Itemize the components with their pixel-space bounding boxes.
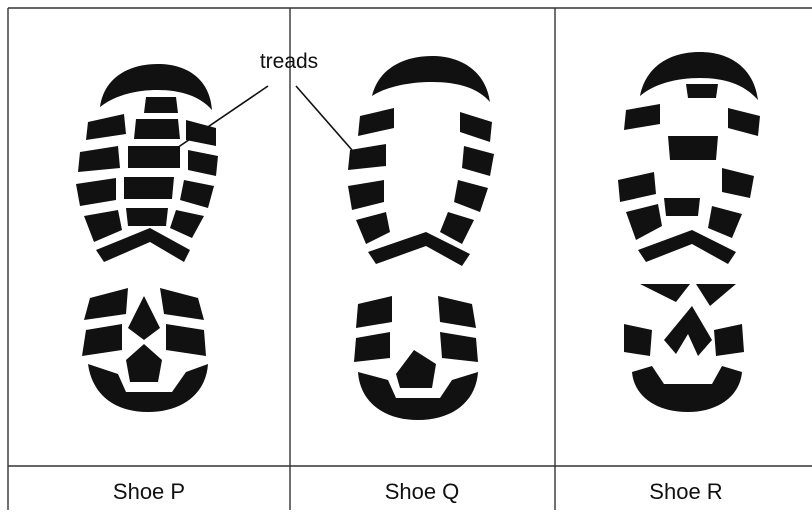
leader-line-to-shoe-p — [174, 86, 268, 150]
shoe-r-tread — [686, 84, 718, 98]
shoe-p-heel-tread — [82, 324, 122, 356]
shoe-q-tread — [440, 212, 474, 244]
shoe-r-print — [618, 52, 760, 412]
shoe-q-heel-tread — [438, 296, 476, 328]
shoe-p-tread — [128, 146, 180, 168]
shoe-r-tread — [708, 206, 742, 238]
shoe-r-heel-triangle — [696, 284, 736, 306]
shoe-p-heel-pentagon — [126, 344, 162, 382]
shoe-p-tread — [180, 180, 214, 208]
shoe-r-heel-tread — [624, 324, 652, 356]
shoe-r-tread — [668, 136, 718, 160]
shoe-p-heel-tread — [84, 288, 128, 320]
shoe-p-tread — [124, 177, 174, 199]
shoe-r-heel-tread — [714, 324, 744, 356]
shoe-r-tread — [728, 108, 760, 136]
shoe-q-heel-tread — [354, 332, 390, 362]
shoe-p-tread — [76, 178, 116, 206]
shoe-r-chevron — [638, 230, 736, 264]
shoe-q-tread — [462, 146, 494, 176]
shoe-p-print — [76, 64, 218, 412]
shoe-p-tread — [86, 114, 126, 140]
leader-line-to-shoe-q — [296, 86, 352, 150]
shoe-q-heel-pentagon — [396, 350, 436, 388]
shoe-q-print — [348, 56, 494, 420]
shoe-r-heel-cup — [632, 366, 742, 412]
shoe-q-tread — [454, 180, 488, 212]
shoe-p-tread — [144, 97, 178, 113]
shoe-r-tread — [626, 204, 662, 240]
shoe-r-tread — [624, 104, 660, 130]
shoe-r-heel-triangle — [640, 284, 690, 302]
caption-shoe-r: Shoe R — [649, 479, 722, 504]
shoe-p-tread — [188, 150, 218, 176]
shoe-q-heel-tread — [440, 332, 478, 362]
shoe-r-tread — [722, 168, 754, 198]
shoe-r-heel-chevron — [664, 306, 712, 356]
shoe-p-heel-tread — [160, 288, 204, 320]
shoe-q-tread — [356, 212, 390, 244]
caption-shoe-p: Shoe P — [113, 479, 185, 504]
shoe-q-tread — [358, 108, 394, 136]
shoe-p-tread — [78, 146, 120, 172]
shoe-r-tread — [664, 198, 700, 216]
shoe-q-heel-tread — [356, 296, 392, 328]
caption-shoe-q: Shoe Q — [385, 479, 460, 504]
shoe-p-tread — [170, 210, 204, 238]
shoe-r-tread — [618, 172, 656, 202]
shoe-q-tread — [460, 112, 492, 142]
shoe-p-tread — [134, 119, 180, 139]
shoe-p-tread — [126, 208, 168, 226]
shoe-p-heel-tread — [166, 324, 206, 356]
shoe-q-toe-cap — [372, 56, 490, 102]
treads-label: treads — [260, 50, 318, 73]
shoe-p-tread — [84, 210, 122, 242]
shoe-q-tread — [348, 180, 384, 210]
shoe-p-heel-diamond — [128, 296, 160, 340]
shoe-q-tread — [348, 144, 386, 170]
